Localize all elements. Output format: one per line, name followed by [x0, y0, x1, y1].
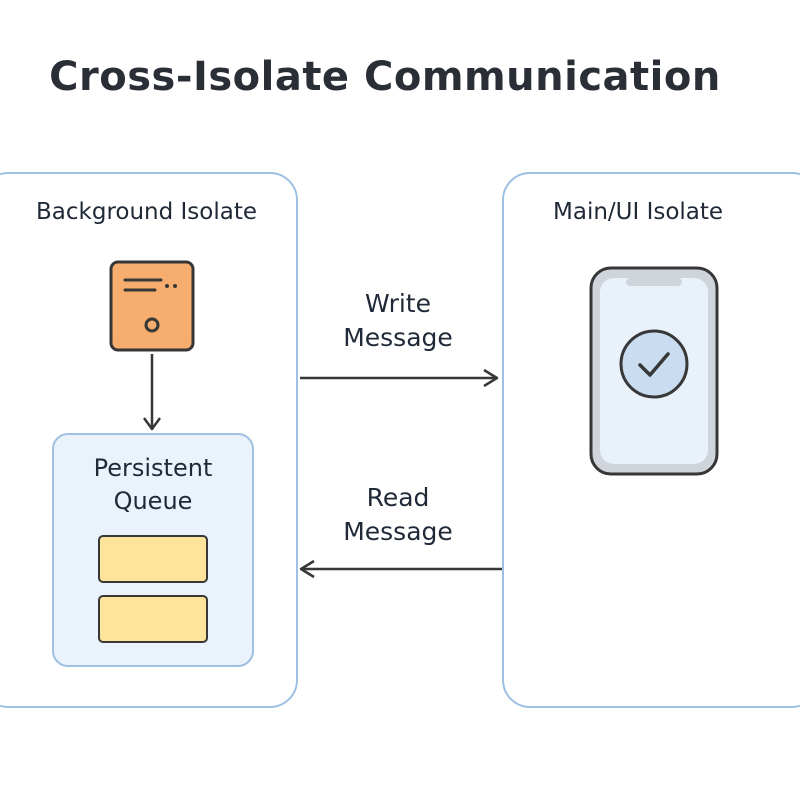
phone-icon — [589, 266, 719, 476]
read-message-label: Read Message — [288, 481, 508, 549]
queue-item — [98, 595, 208, 643]
write-message-label: Write Message — [288, 287, 508, 355]
write-label-line2: Message — [343, 323, 453, 352]
write-label-line1: Write — [364, 289, 431, 318]
queue-item — [98, 535, 208, 583]
server-icon — [109, 260, 195, 352]
queue-label-line2: Queue — [113, 487, 193, 515]
persistent-queue-label: Persistent Queue — [52, 452, 254, 518]
read-label-line2: Message — [343, 517, 453, 546]
background-isolate-label: Background Isolate — [36, 199, 258, 225]
check-circle-icon — [619, 329, 689, 399]
main-isolate-label: Main/UI Isolate — [553, 199, 724, 225]
queue-label-line1: Persistent — [93, 454, 213, 482]
read-label-line1: Read — [366, 483, 430, 512]
diagram-title: Cross-Isolate Communication — [49, 54, 721, 100]
read-message-arrow — [299, 559, 502, 579]
write-message-arrow — [300, 368, 499, 388]
